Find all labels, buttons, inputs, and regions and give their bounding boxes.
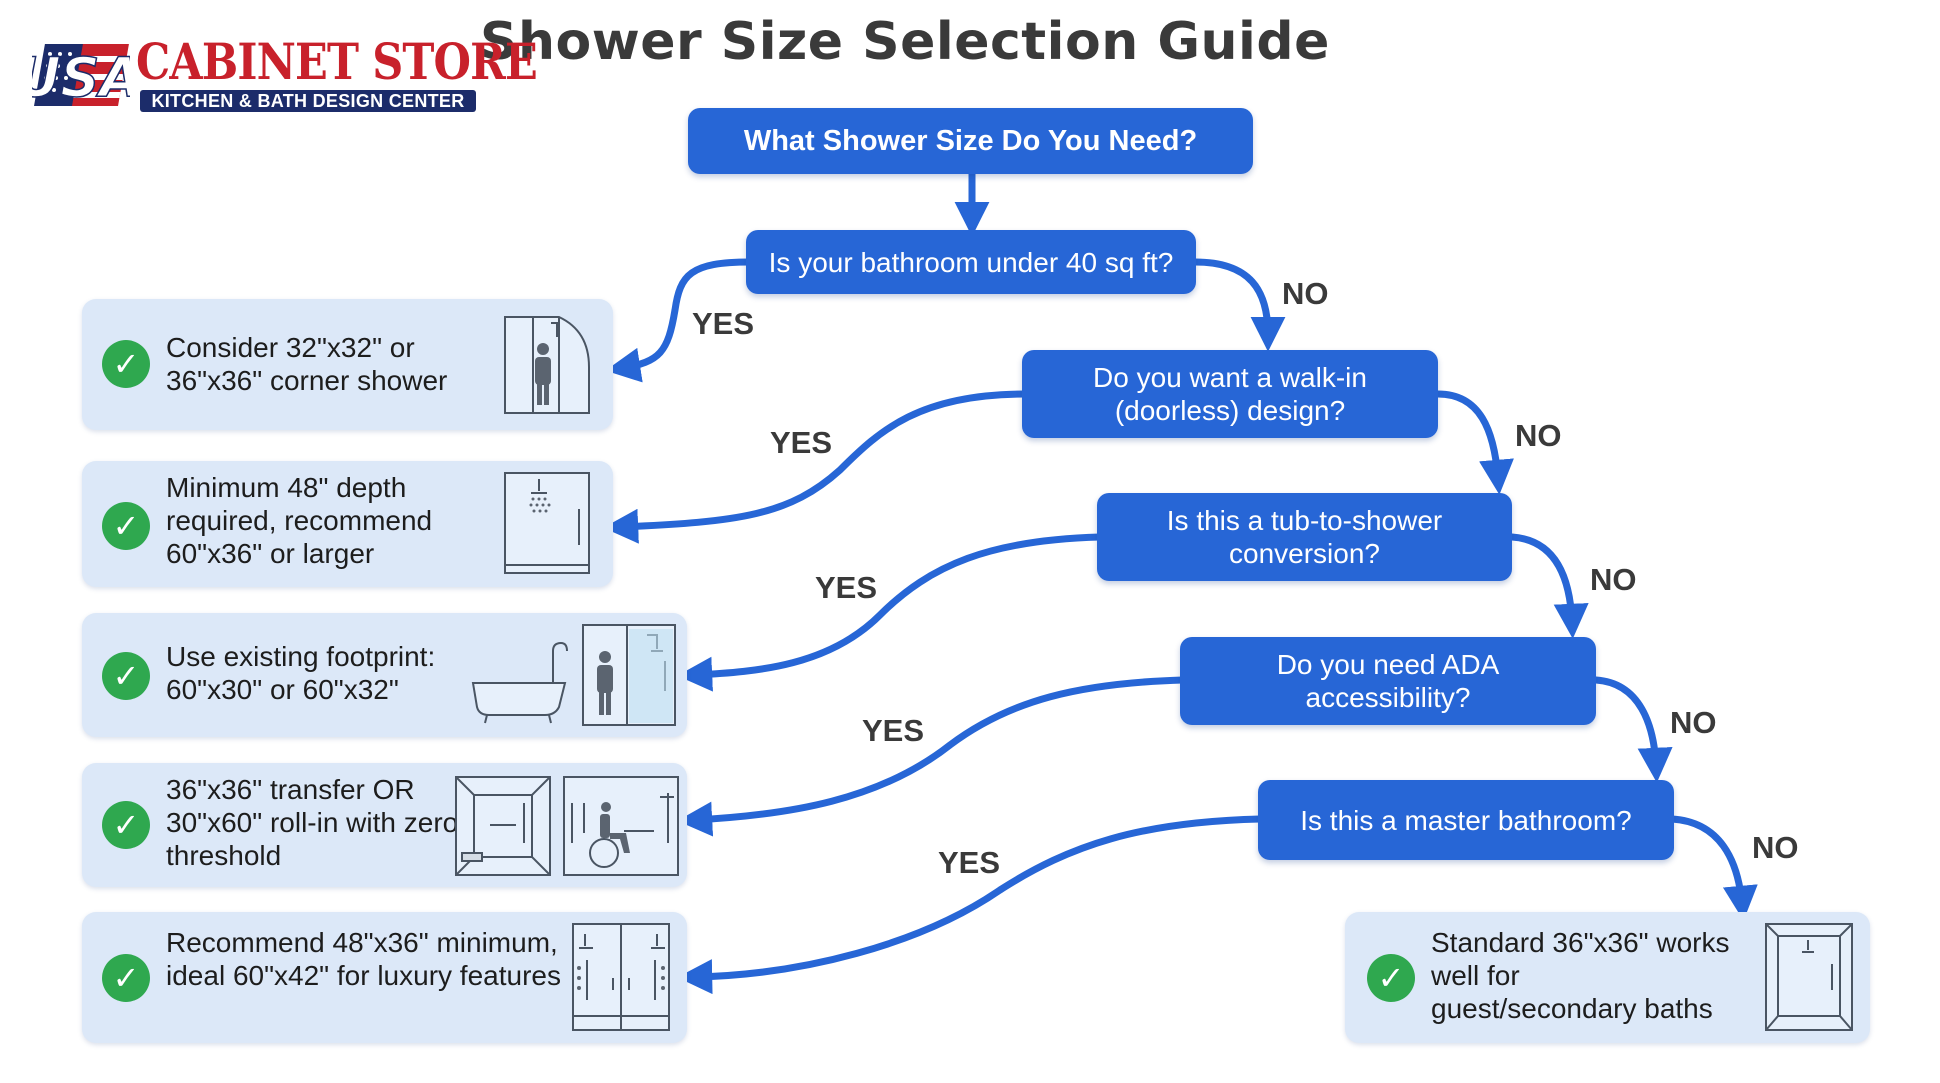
result-card-tub-to-shower: ✓ Use existing footprint: 60"x30" or 60"… [82,613,687,737]
result-text: Consider 32"x32" or 36"x36" corner showe… [166,332,448,396]
arrow-q2-yes [603,390,1029,544]
brand-logo: USA CABINET STORE KITCHEN & BATH DESIGN … [32,32,538,114]
arrow-q5-yes [677,815,1264,995]
result-text: Minimum 48" depth required, recommend 60… [166,472,433,569]
no-label-q3: NO [1590,562,1637,597]
no-label-q1: NO [1282,276,1329,311]
logo-name: CABINET STORE [136,32,538,91]
yes-label-q3: YES [815,570,878,605]
arrow-q4-no [1592,676,1673,783]
arrow-q5-no [1668,815,1758,921]
standard-shower-icon [1765,923,1853,1031]
result-card-corner-shower: ✓ Consider 32"x32" or 36"x36" corner sho… [82,299,613,430]
no-label-q2: NO [1515,418,1562,453]
arrow-q4-yes [677,676,1187,837]
checkmark-icon: ✓ [102,652,150,700]
question-node-tub-conversion: Is this a tub-to-shower conversion? [1097,493,1512,581]
yes-label-q1: YES [692,306,755,341]
checkmark-icon: ✓ [102,801,150,849]
start-node: What Shower Size Do You Need? [688,108,1253,174]
arrow-q1-yes [605,258,754,383]
arrow-q2-no [1434,390,1514,495]
corner-shower-icon [504,316,590,414]
result-card-master-bath: ✓ Recommend 48"x36" minimum, ideal 60"x4… [82,912,687,1043]
luxury-double-shower-icon [572,923,670,1031]
page-title: Shower Size Selection Guide [480,12,1330,72]
walk-in-shower-icon [504,472,590,574]
question-node-ada: Do you need ADA accessibility? [1180,637,1596,725]
usa-flag-logo-icon: USA [32,38,130,110]
checkmark-icon: ✓ [102,502,150,550]
result-card-ada: ✓ 36"x36" transfer OR 30"x60" roll-in wi… [82,763,687,887]
arrow-q3-yes [677,533,1104,692]
result-text: 36"x36" transfer OR 30"x60" roll-in with… [166,774,459,871]
ada-shower-icon [455,776,679,876]
yes-label-q4: YES [862,713,925,748]
checkmark-icon: ✓ [102,954,150,1002]
logo-tagline: KITCHEN & BATH DESIGN CENTER [140,90,476,112]
logo-mark-text: USA [32,46,130,109]
result-card-standard-shower: ✓ Standard 36"x36" works well for guest/… [1345,912,1870,1043]
arrow-q3-no [1508,533,1589,639]
result-card-walk-in: ✓ Minimum 48" depth required, recommend … [82,461,613,587]
result-text: Recommend 48"x36" minimum, ideal 60"x42"… [166,927,561,991]
no-label-q5: NO [1752,830,1799,865]
checkmark-icon: ✓ [1367,954,1415,1002]
result-text: Use existing footprint: 60"x30" or 60"x3… [166,641,436,705]
result-text: Standard 36"x36" works well for guest/se… [1431,927,1730,1024]
arrow-q1-no [1191,258,1286,352]
yes-label-q5: YES [938,845,1001,880]
tub-to-shower-icon [471,624,676,726]
question-node-walk-in: Do you want a walk-in (doorless) design? [1022,350,1438,438]
question-node-bathroom-size: Is your bathroom under 40 sq ft? [746,230,1196,294]
question-node-master-bath: Is this a master bathroom? [1258,780,1674,860]
no-label-q4: NO [1670,705,1717,740]
yes-label-q2: YES [770,425,833,460]
checkmark-icon: ✓ [102,340,150,388]
